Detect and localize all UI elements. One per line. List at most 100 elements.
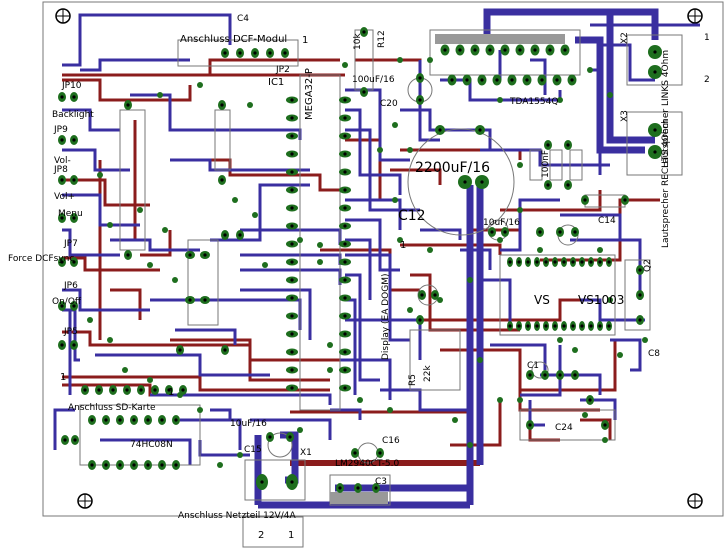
pad-hole [463, 180, 467, 184]
pad-hole [146, 418, 150, 422]
label-c10uf: 10uF/16 [483, 218, 520, 228]
mounting-holes [55, 8, 703, 509]
via [342, 62, 348, 68]
via [147, 262, 153, 268]
pad-hole [573, 373, 577, 377]
via [252, 212, 258, 218]
label-jp10: JP10 [61, 81, 82, 91]
pad-hole [418, 318, 422, 322]
pad-hole [338, 486, 342, 490]
pad-hole [72, 95, 76, 99]
label-r12: R12 [377, 30, 387, 48]
silkscreen-labels: Anschluss DCF-Modul JP2 C4 1 IC1 JP10 Ba… [8, 14, 710, 541]
label-display: Display (EA DOGM) [381, 273, 391, 360]
pad-hole [503, 230, 507, 234]
pad-hole [203, 253, 207, 257]
pad-hole [97, 388, 101, 392]
pad-hole [290, 480, 294, 484]
pad-hole [510, 78, 514, 82]
via [397, 57, 403, 63]
pad-hole [203, 298, 207, 302]
pad-hole [566, 143, 570, 147]
via [107, 337, 113, 343]
label-num-1d: 1 [168, 387, 174, 398]
pad-hole [465, 78, 469, 82]
via [557, 337, 563, 343]
via [327, 367, 333, 373]
pad-hole [72, 178, 76, 182]
label-hc08: 74HC08N [130, 440, 173, 450]
pad-hole [558, 230, 562, 234]
pad-hole [526, 260, 530, 264]
via [517, 162, 523, 168]
pad-hole [268, 435, 272, 439]
via [467, 442, 473, 448]
label-q2: Q2 [643, 259, 653, 272]
pad-hole [343, 152, 347, 156]
via [297, 427, 303, 433]
label-num-1b: 1 [60, 372, 66, 383]
pad-hole [343, 296, 347, 300]
pad-hole [343, 332, 347, 336]
pad-hole [638, 293, 642, 297]
label-lm: LM2940CT-5.0 [335, 459, 399, 469]
pad-hole [378, 451, 382, 455]
label-c15: C15 [244, 445, 262, 455]
via [317, 242, 323, 248]
pad-hole [374, 486, 378, 490]
pad-hole [60, 216, 64, 220]
pad-hole [290, 386, 294, 390]
pad-hole [571, 324, 575, 328]
label-speaker-right: Lautsprecher RECHTS 4Ohm [661, 120, 671, 248]
label-speaker-left: Lautsprecher LINKS 4Ohm [661, 50, 671, 168]
pad-hole [238, 233, 242, 237]
via [517, 207, 523, 213]
via [517, 397, 523, 403]
via [232, 197, 238, 203]
pad-hole [125, 388, 129, 392]
pad-hole [174, 418, 178, 422]
pad-hole [353, 451, 357, 455]
via [642, 337, 648, 343]
pad-hole [438, 128, 442, 132]
pad-hole [111, 388, 115, 392]
pad-hole [570, 78, 574, 82]
pad-hole [290, 350, 294, 354]
pad-hole [139, 388, 143, 392]
pad-hole [580, 260, 584, 264]
via [392, 122, 398, 128]
pad-hole [160, 463, 164, 467]
pad-hole [653, 70, 657, 74]
pad-hole [589, 324, 593, 328]
pad-hole [562, 324, 566, 328]
label-netz-pin-1: 1 [288, 530, 294, 541]
pad-hole [343, 116, 347, 120]
label-c14: C14 [598, 216, 616, 226]
label-jp5: JP5 [63, 327, 78, 337]
label-r10k: 10k [353, 33, 363, 50]
label-x2: X2 [620, 32, 630, 44]
pad-hole [290, 260, 294, 264]
via [602, 437, 608, 443]
label-vol-minus: Vol- [54, 156, 71, 166]
label-force-dcf: Force DCFsync [8, 254, 74, 264]
label-on-off: On/Off [52, 297, 82, 307]
via [572, 347, 578, 353]
pad-hole [553, 260, 557, 264]
pad-hole [290, 368, 294, 372]
pad-hole [132, 463, 136, 467]
label-c10uf-bottom: 10uF/16 [230, 419, 267, 429]
label-jp9: JP9 [53, 125, 68, 135]
pad-hole [653, 128, 657, 132]
label-c20: C20 [380, 99, 398, 109]
pad-hole [72, 216, 76, 220]
pad-hole [72, 260, 76, 264]
pad-hole [223, 233, 227, 237]
label-jp7: JP7 [63, 239, 78, 249]
pad-hole [290, 98, 294, 102]
pad-hole [535, 324, 539, 328]
label-c24: C24 [555, 423, 573, 433]
pad-hole [553, 324, 557, 328]
pad-hole [73, 438, 77, 442]
pad-hole [290, 314, 294, 318]
